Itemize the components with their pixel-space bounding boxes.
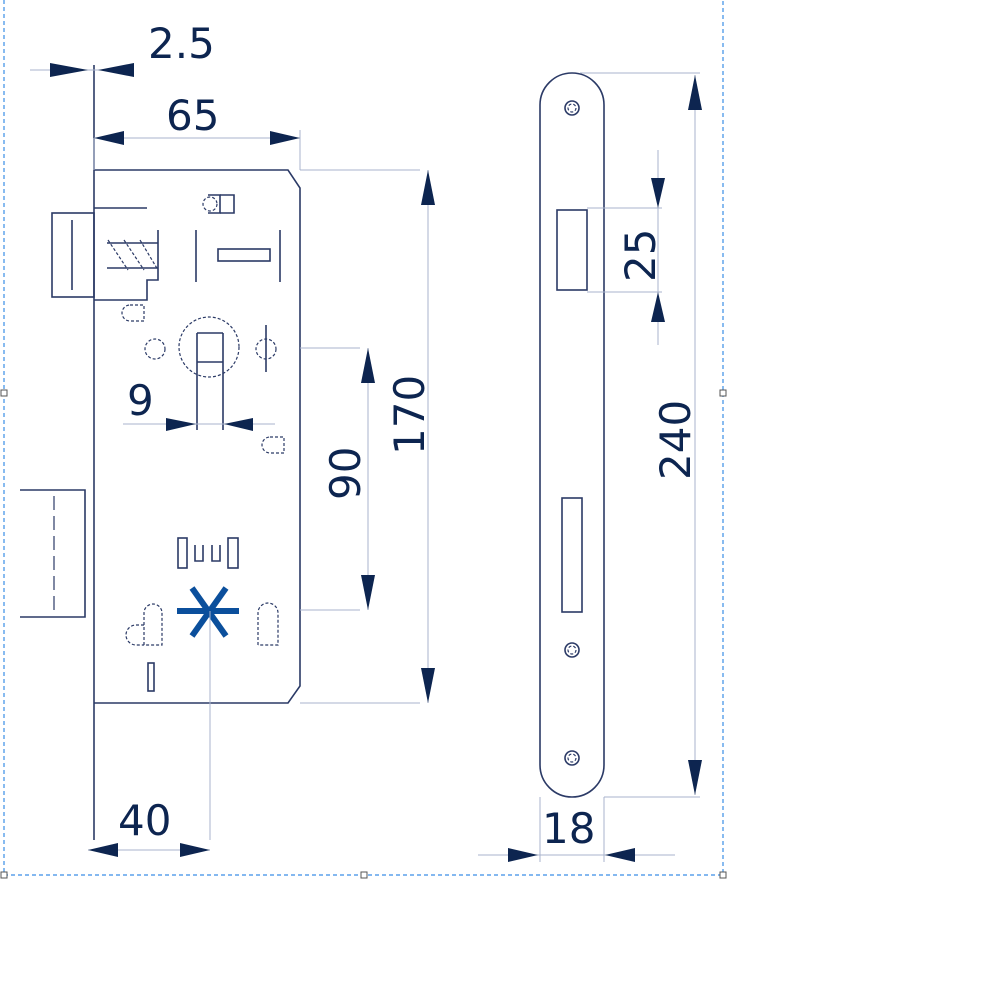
dimension-40: 40	[88, 796, 210, 857]
svg-text:90: 90	[321, 447, 370, 500]
keyhole-icon	[177, 586, 239, 638]
screw-icon	[564, 100, 580, 116]
svg-text:40: 40	[118, 796, 171, 845]
dimension-2-5: 2.5	[30, 19, 215, 77]
svg-text:2.5: 2.5	[148, 19, 215, 68]
bolt-opening	[561, 497, 583, 613]
dimension-9: 9	[123, 376, 275, 431]
dimension-65: 65	[94, 91, 300, 145]
lock-side-view	[20, 65, 420, 840]
dimension-18: 18	[478, 804, 675, 862]
latch-bolt	[51, 207, 159, 301]
dimension-90: 90	[321, 348, 375, 610]
dimension-170: 170	[385, 170, 435, 703]
svg-text:170: 170	[385, 375, 434, 455]
screw-icon	[564, 642, 580, 658]
latch-opening	[556, 209, 588, 291]
resize-handle-left[interactable]	[0, 389, 8, 397]
resize-handle-bottom-left[interactable]	[0, 871, 8, 879]
lock-case	[94, 169, 301, 704]
resize-handle-bottom-right[interactable]	[719, 871, 727, 879]
dimension-240: 240	[651, 75, 702, 795]
svg-text:65: 65	[166, 91, 219, 140]
svg-text:18: 18	[542, 804, 595, 853]
screw-icon	[564, 750, 580, 766]
svg-text:240: 240	[651, 400, 700, 480]
selection-frame[interactable]	[0, 0, 727, 879]
resize-handle-bottom[interactable]	[360, 871, 368, 879]
faceplate-front-view	[539, 72, 700, 862]
dimension-25: 25	[616, 150, 665, 345]
svg-text:25: 25	[616, 229, 665, 282]
resize-handle-right[interactable]	[719, 389, 727, 397]
svg-text:9: 9	[127, 376, 154, 425]
dead-bolt	[20, 489, 86, 618]
